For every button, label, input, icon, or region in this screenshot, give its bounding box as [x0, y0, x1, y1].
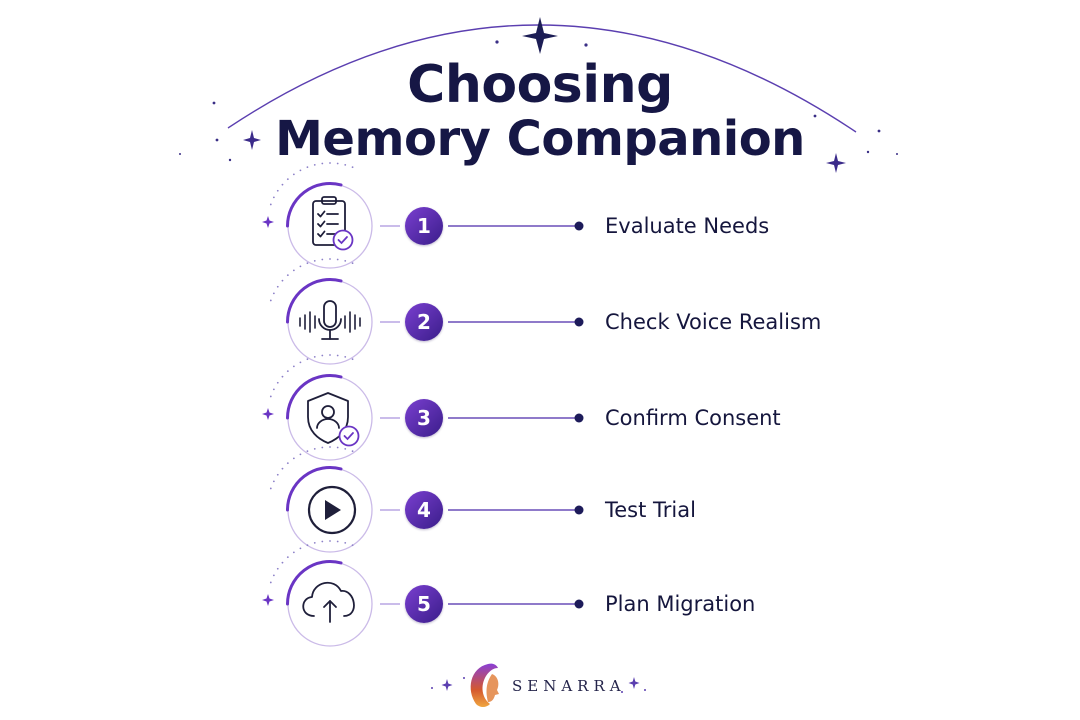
step-number-badge: 4 — [405, 491, 443, 529]
dotted-arc — [269, 354, 354, 398]
dotted-arc — [269, 540, 354, 584]
connector-dot — [574, 413, 584, 423]
footer-sparkle-icon — [431, 677, 646, 693]
sparkle-icon — [262, 408, 274, 420]
dotted-arc — [269, 258, 354, 302]
step-number-badge: 5 — [405, 585, 443, 623]
accent-arc — [286, 466, 343, 512]
step-label: Confirm Consent — [605, 406, 781, 430]
step-label: Evaluate Needs — [605, 214, 770, 238]
accent-arc — [286, 560, 343, 606]
star-dots — [179, 40, 898, 162]
connector-dot — [574, 317, 584, 327]
step-number-badge: 3 — [405, 399, 443, 437]
dotted-arc — [269, 446, 354, 490]
accent-arc — [286, 374, 343, 420]
connector-dot — [574, 221, 584, 231]
sparkle-icon — [243, 130, 261, 150]
page-title-line-2: Memory Companion — [275, 111, 805, 167]
connector-dot — [574, 599, 584, 609]
page-title-line-1: Choosing — [407, 55, 673, 115]
clipboard-check-icon — [312, 196, 354, 251]
step-row — [262, 354, 584, 461]
dotted-arc — [269, 162, 354, 206]
play-icon — [307, 485, 357, 535]
step-row — [262, 162, 584, 269]
microphone-soundwave-icon — [299, 300, 361, 340]
step-label: Check Voice Realism — [605, 310, 822, 334]
step-number-badge: 2 — [405, 303, 443, 341]
woman-profile-logo-icon — [470, 663, 499, 707]
sparkle-icon — [262, 594, 274, 606]
step-row — [269, 258, 584, 365]
brand-name: SENARRA — [512, 677, 626, 695]
step-number-badge: 1 — [405, 207, 443, 245]
sparkle-icon — [262, 216, 274, 228]
shield-user-check-icon — [307, 392, 360, 447]
step-row — [269, 446, 584, 553]
sparkle-icon — [522, 17, 558, 54]
cloud-upload-icon — [302, 581, 355, 623]
connector-dot — [574, 505, 584, 515]
accent-arc — [286, 182, 343, 228]
step-label: Plan Migration — [605, 592, 756, 616]
step-row — [262, 540, 584, 647]
accent-arc — [286, 278, 343, 324]
step-label: Test Trial — [605, 498, 696, 522]
sparkle-icon — [826, 153, 846, 173]
